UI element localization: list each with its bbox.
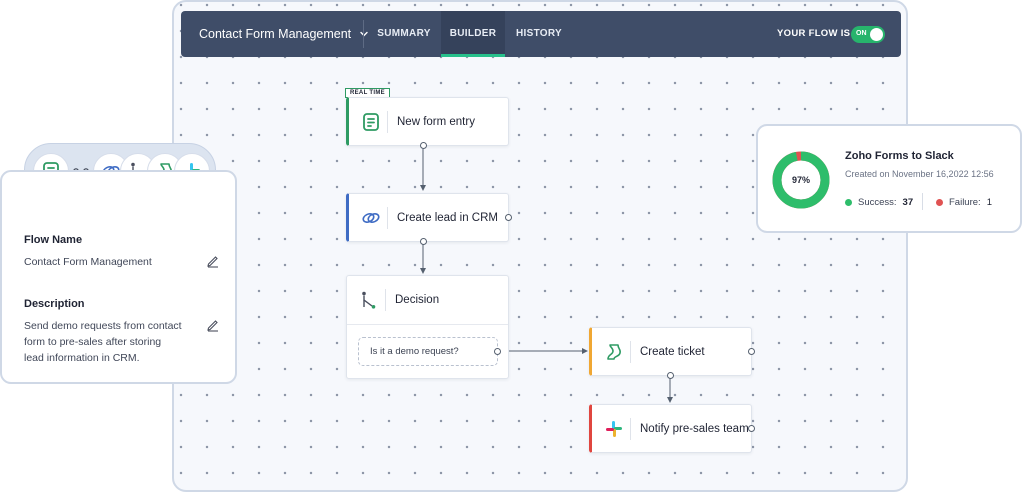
stats-divider <box>922 193 923 210</box>
port-trigger-out[interactable] <box>420 142 427 149</box>
edit-icon[interactable] <box>206 318 220 332</box>
decision-condition[interactable]: Is it a demo request? <box>358 337 498 366</box>
description-title: Description <box>24 298 85 310</box>
success-count: 37 <box>902 197 914 208</box>
tab-history[interactable]: HISTORY <box>509 11 569 57</box>
description-line-2: form to pre-sales after storing <box>24 336 162 348</box>
success-donut: 97% <box>772 151 830 209</box>
node-label: New form entry <box>397 116 475 128</box>
node-separator <box>630 341 631 363</box>
decision-divider <box>347 324 508 325</box>
flow-toggle-knob <box>870 28 883 41</box>
flow-name-title: Flow Name <box>24 234 83 246</box>
port-notify-right[interactable] <box>748 425 755 432</box>
flow-info-panel: Flow Name Contact Form Management Descri… <box>0 170 237 384</box>
failure-count: 1 <box>986 197 992 208</box>
crm-icon <box>362 213 380 223</box>
builder-canvas[interactable] <box>174 2 906 490</box>
tab-summary-label: SUMMARY <box>377 28 431 39</box>
donut-percent-label: 97% <box>792 175 810 185</box>
decision-icon <box>362 291 376 309</box>
node-separator <box>387 111 388 133</box>
flow-selector-label: Contact Form Management <box>199 27 352 41</box>
flow-selector[interactable]: Contact Form Management <box>199 11 369 57</box>
node-label: Decision <box>395 294 440 306</box>
topbar-divider <box>363 20 364 48</box>
tab-history-label: HISTORY <box>516 28 562 39</box>
desk-icon <box>607 344 621 360</box>
node-decision[interactable]: Decision <box>346 275 509 379</box>
flow-toggle[interactable]: ON <box>851 26 885 43</box>
node-separator <box>385 289 386 311</box>
top-nav-bar: Contact Form Management SUMMARY BUILDER … <box>181 11 901 57</box>
failure-stat: Failure: 1 <box>936 197 992 208</box>
failure-dot <box>936 199 943 206</box>
tab-builder-label: BUILDER <box>449 28 497 39</box>
donut-success-arc <box>772 151 830 209</box>
flow-status-label: YOUR FLOW IS <box>777 28 851 39</box>
tab-builder[interactable]: BUILDER <box>441 11 505 57</box>
port-crm-right[interactable] <box>505 214 512 221</box>
node-create-lead-crm[interactable]: Create lead in CRM <box>346 193 509 242</box>
edit-icon[interactable] <box>206 254 220 268</box>
stats-created: Created on November 16,2022 12:56 <box>845 169 994 179</box>
description-line-1: Send demo requests from contact <box>24 320 182 332</box>
chevron-down-icon <box>360 31 368 37</box>
flow-toggle-label: ON <box>856 30 867 37</box>
node-label: Create lead in CRM <box>397 212 498 224</box>
forms-icon <box>363 113 379 131</box>
success-stat: Success: 37 <box>845 197 913 208</box>
port-ticket-right[interactable] <box>748 348 755 355</box>
tab-summary[interactable]: SUMMARY <box>371 11 437 57</box>
success-dot <box>845 199 852 206</box>
node-label: Create ticket <box>640 346 705 358</box>
port-condition-out[interactable] <box>494 348 501 355</box>
flow-stats-card: 97% Zoho Forms to Slack Created on Novem… <box>756 124 1022 233</box>
node-notify-presales[interactable]: Notify pre-sales team <box>589 404 752 453</box>
description-line-3: lead information in CRM. <box>24 352 140 364</box>
success-label: Success: <box>858 197 897 208</box>
flow-name-value: Contact Form Management <box>24 256 152 268</box>
node-label: Notify pre-sales team <box>640 423 749 435</box>
failure-label: Failure: <box>949 197 981 208</box>
port-crm-out[interactable] <box>420 238 427 245</box>
builder-window: Contact Form Management SUMMARY BUILDER … <box>172 0 908 492</box>
node-separator <box>630 418 631 440</box>
node-create-ticket[interactable]: Create ticket <box>589 327 752 376</box>
stats-title: Zoho Forms to Slack <box>845 150 954 162</box>
port-ticket-out[interactable] <box>667 372 674 379</box>
node-separator <box>387 207 388 229</box>
node-trigger-new-form-entry[interactable]: New form entry <box>346 97 509 146</box>
slack-icon <box>606 421 622 437</box>
